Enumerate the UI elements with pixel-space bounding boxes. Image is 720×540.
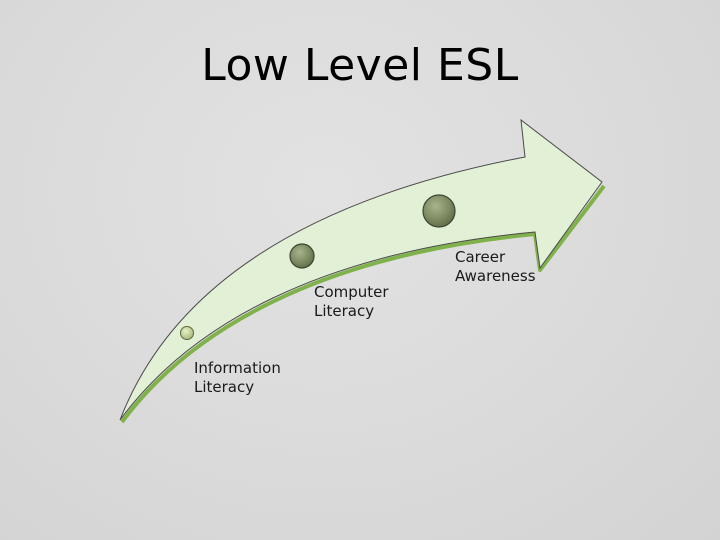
step-label-information-literacy: Information Literacy <box>194 359 281 397</box>
step-label-computer-literacy: Computer Literacy <box>314 283 389 321</box>
arrow-edge-highlight <box>120 184 606 424</box>
step-label-line: Career <box>455 248 506 266</box>
step-node-computer-literacy <box>289 243 315 269</box>
step-node-information-literacy <box>180 326 194 340</box>
step-label-line: Awareness <box>455 267 536 285</box>
step-label-line: Information <box>194 359 281 377</box>
step-label-line: Computer <box>314 283 389 301</box>
step-label-career-awareness: Career Awareness <box>455 248 536 286</box>
step-node-career-awareness <box>422 194 456 228</box>
step-label-line: Literacy <box>314 302 375 320</box>
curved-arrow-shape <box>119 118 603 421</box>
slide-title: Low Level ESL <box>201 40 519 91</box>
step-label-line: Literacy <box>194 378 255 396</box>
